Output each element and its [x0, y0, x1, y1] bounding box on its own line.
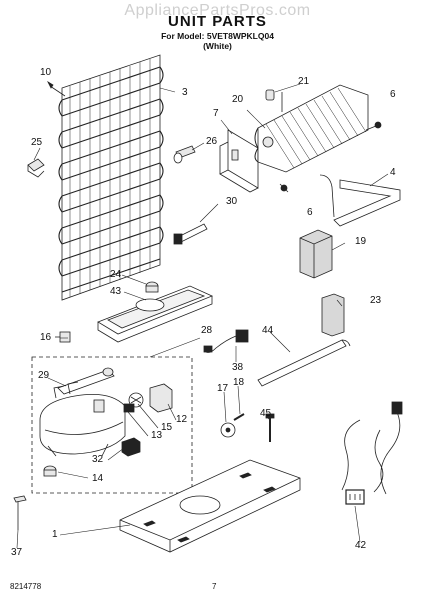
- callout-16: 16: [40, 332, 52, 343]
- tube-30: [173, 223, 208, 245]
- callout-29: 29: [38, 370, 50, 381]
- callout-14: 14: [92, 473, 104, 484]
- callout-20: 20: [232, 94, 244, 105]
- watermark: AppliancePartsPros.com: [124, 2, 311, 19]
- fan-bracket-7: [219, 129, 259, 193]
- screw-6-bottom: [279, 183, 289, 193]
- relay-12: [149, 383, 173, 413]
- clip-37: [13, 495, 27, 530]
- grommet-14: [43, 465, 57, 477]
- pad-19: [299, 229, 333, 279]
- grommet-17: [220, 422, 236, 438]
- color-line: (White): [203, 41, 232, 51]
- overload-15: [128, 392, 144, 408]
- leader-lines: [16, 83, 389, 549]
- drain-pan-43: [97, 285, 214, 343]
- callout-10: 10: [40, 67, 52, 78]
- callout-13: 13: [151, 430, 163, 441]
- clip-21: [265, 89, 283, 112]
- callout-44: 44: [262, 325, 274, 336]
- callout-12: 12: [176, 414, 188, 425]
- page-title: UNIT PARTS: [168, 13, 267, 30]
- callout-45: 45: [260, 408, 272, 419]
- callout-15: 15: [161, 422, 173, 433]
- callout-42: 42: [355, 540, 367, 551]
- callout-3: 3: [182, 87, 188, 98]
- callout-24: 24: [110, 269, 122, 280]
- wiring-harness-42: [341, 401, 403, 505]
- compressor-kit-box: [31, 356, 193, 494]
- wiring-38: [203, 329, 249, 353]
- callout-25: 25: [31, 137, 43, 148]
- callout-37: 37: [11, 547, 23, 558]
- clip-16: [55, 331, 71, 343]
- callout-30: 30: [226, 196, 238, 207]
- base-plate-1: [119, 459, 301, 553]
- grommet-24: [145, 281, 159, 293]
- screw-6-top: [365, 121, 382, 131]
- part-number: 8214778: [10, 582, 42, 591]
- callout-28: 28: [201, 325, 213, 336]
- callout-6-bottom: 6: [307, 207, 313, 218]
- callout-1: 1: [52, 529, 58, 540]
- callout-23: 23: [370, 295, 382, 306]
- bracket-25: [27, 158, 45, 178]
- start-device-29: [57, 367, 115, 395]
- compressor: [39, 381, 126, 457]
- tube-44: [257, 339, 351, 387]
- callout-18: 18: [233, 377, 245, 388]
- screw-26: [173, 145, 196, 164]
- callout-38: 38: [232, 362, 244, 373]
- callout-7: 7: [213, 108, 219, 119]
- clip-13: [123, 403, 135, 413]
- callout-19: 19: [355, 236, 367, 247]
- callout-26: 26: [206, 136, 218, 147]
- screw-18: [233, 413, 245, 421]
- callout-43: 43: [110, 286, 122, 297]
- heater-4: [319, 174, 401, 227]
- callout-21: 21: [298, 76, 310, 87]
- model-line: For Model: 5VET8WPKLQ04: [161, 31, 274, 41]
- page-number: 7: [212, 582, 217, 591]
- callout-4: 4: [390, 167, 396, 178]
- callout-6-top: 6: [390, 89, 396, 100]
- callout-32: 32: [92, 454, 104, 465]
- cover-32: [121, 437, 141, 457]
- pad-23: [321, 293, 345, 337]
- callout-17: 17: [217, 383, 229, 394]
- condenser-coil: [47, 54, 164, 301]
- condenser-fins: [254, 84, 369, 173]
